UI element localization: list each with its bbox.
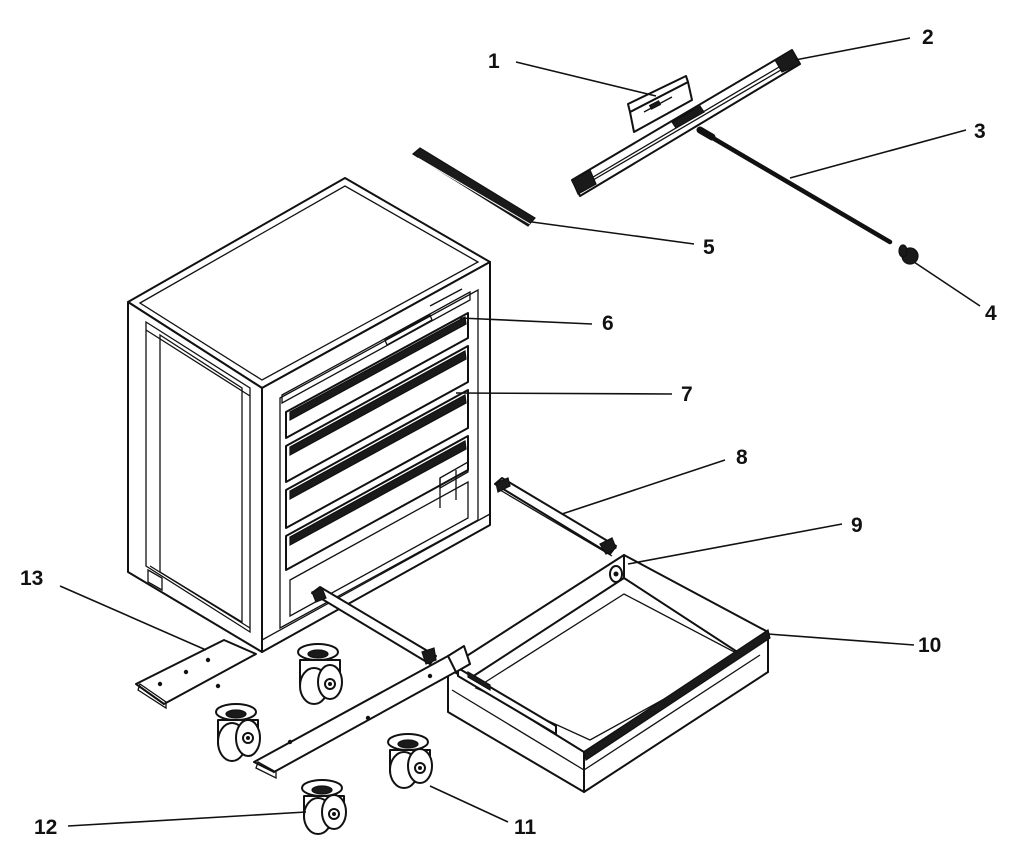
part-11-caster <box>387 733 433 789</box>
callout-6: 6 <box>602 312 614 335</box>
callout-8: 8 <box>736 446 748 469</box>
part-3-rod <box>696 126 893 245</box>
callout-10: 10 <box>918 634 941 657</box>
part-9-drawer <box>447 554 771 793</box>
leader-lines <box>59 37 981 827</box>
callout-2: 2 <box>922 26 934 49</box>
part-drawer-slide-floor <box>311 586 437 665</box>
callout-1: 1 <box>488 50 500 73</box>
callout-labels: 1 2 3 4 5 6 7 8 9 10 11 12 13 <box>20 26 997 839</box>
part-13-mount-plate <box>135 639 257 710</box>
callout-4: 4 <box>985 302 997 325</box>
part-2-drawer-slide <box>571 49 801 197</box>
part-8-drawer-slide <box>494 477 617 557</box>
callout-13: 13 <box>20 567 43 590</box>
callout-11: 11 <box>514 816 537 839</box>
caster-mount-plate-center <box>253 645 471 780</box>
part-10-drawer-lip <box>583 629 771 761</box>
callout-12: 12 <box>34 816 57 839</box>
part-4-knob <box>898 244 919 265</box>
callout-9: 9 <box>851 514 863 537</box>
callout-3: 3 <box>974 120 986 143</box>
tool-cabinet-body <box>127 177 491 653</box>
part-5-side-rail <box>411 147 536 227</box>
caster-wheel-b <box>215 703 261 762</box>
caster-wheel-a <box>297 643 343 705</box>
callout-5: 5 <box>703 236 715 259</box>
callout-7: 7 <box>681 383 693 406</box>
part-12-caster <box>301 779 347 835</box>
part-1-bracket <box>627 75 693 133</box>
